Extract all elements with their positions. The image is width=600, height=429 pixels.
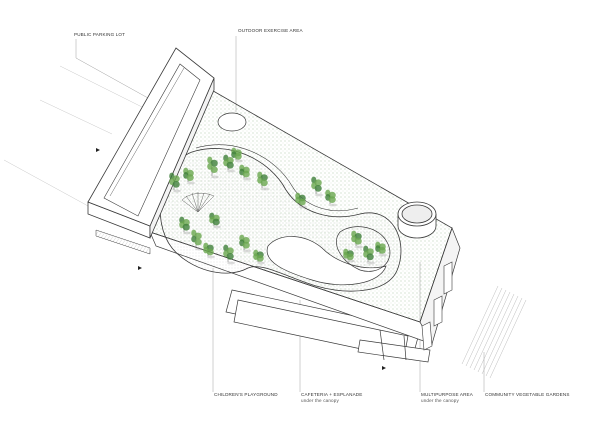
tree [179,216,191,235]
bar-top [87,47,215,227]
marker-1 [96,148,100,152]
tree [343,248,355,263]
exercise-area [217,112,247,132]
label-childrens-playground: CHILDREN'S PLAYGROUND [214,392,278,398]
tree [169,172,181,193]
tree [239,164,251,181]
tree [295,192,307,209]
label-community-vegetable-gardens: COMMUNITY VEGETABLE GARDENS [485,392,570,398]
bar-recess [103,63,201,217]
bar-base [95,229,151,255]
label-multipurpose-area-title: MULTIPURPOSE AREA [421,392,473,397]
tree [351,230,363,249]
side-fins [421,261,453,351]
tree [363,245,375,265]
tree [183,167,195,185]
playground-fan [181,192,215,213]
tree [231,147,243,163]
tree [209,212,221,229]
label-childrens-playground-title: CHILDREN'S PLAYGROUND [214,392,278,397]
tree [239,234,251,253]
tree [207,156,219,179]
label-outdoor-exercise-area: OUTDOOR EXERCISE AREA [238,28,303,34]
label-cafeteria-esplanade-sub: under the canopy [301,397,339,403]
label-public-parking-lot-title: PUBLIC PARKING LOT [74,32,126,37]
trees [169,147,387,265]
tree [203,242,215,259]
markers [96,148,386,370]
label-outdoor-exercise-area-title: OUTDOOR EXERCISE AREA [238,28,303,33]
tree [311,176,323,197]
esplanade-loop [266,236,387,286]
tree [325,189,337,207]
round-tower [397,201,437,239]
label-cafeteria-esplanade-title: CAFETERIA + ESPLANADE [301,392,363,397]
tree [375,241,387,257]
label-cafeteria-esplanade: CAFETERIA + ESPLANADE under the canopy [301,392,362,403]
vegetable-garden-rows [461,285,527,379]
marker-2 [138,266,142,270]
curved-ramp [195,144,359,212]
tree [223,154,235,173]
label-multipurpose-area-sub: under the canopy [421,397,459,403]
tree [223,244,235,265]
leader-parking-b [75,57,149,99]
tree [191,229,203,251]
label-multipurpose-area: MULTIPURPOSE AREA under the canopy [421,392,473,403]
label-community-vegetable-gardens-title: COMMUNITY VEGETABLE GARDENS [485,392,570,397]
tree [257,171,269,191]
courtyard [159,144,402,292]
parking-bar-building [87,47,215,255]
courtyard-floor [159,148,402,292]
label-public-parking-lot: PUBLIC PARKING LOT [74,32,125,38]
tree [253,249,265,265]
marker-3 [382,366,386,370]
